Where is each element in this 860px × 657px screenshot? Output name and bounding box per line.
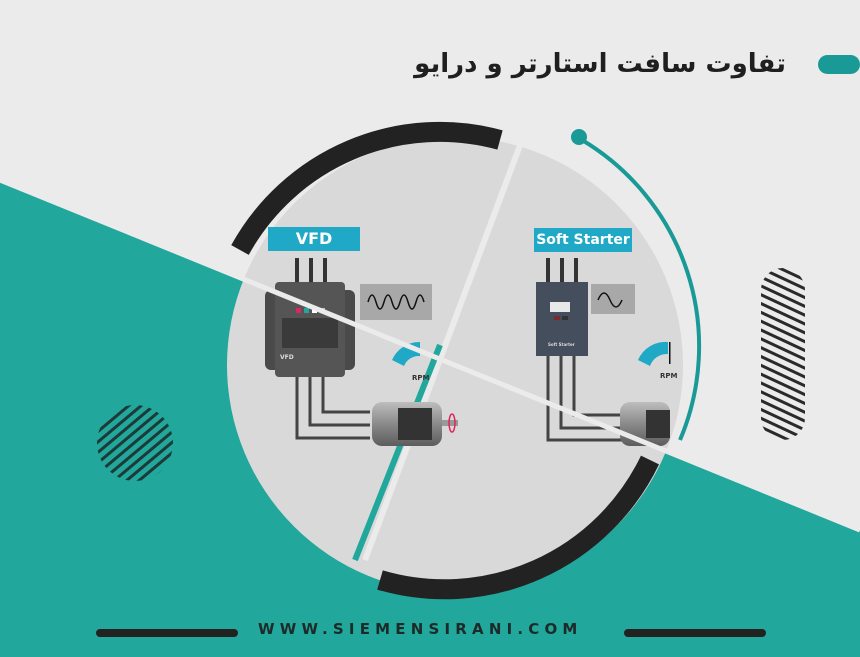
page-title: تفاوت سافت استارتر و درایو [414, 49, 786, 79]
title-accent-pill [818, 55, 860, 74]
vfd-device-caption: VFD [280, 354, 294, 361]
vfd-diagram [265, 258, 458, 446]
dark-arc-bottom [377, 455, 660, 600]
teal-arc [580, 138, 702, 441]
vfd-label: VFD [268, 227, 360, 251]
soft-starter-device-caption: Soft Starter [548, 342, 575, 347]
footer-divider-right [624, 629, 766, 637]
stripe-pill-decoration [761, 268, 805, 440]
dark-arc-top [231, 121, 503, 255]
footer-divider-left [96, 629, 238, 637]
website-url: WWW.SIEMENSIRANI.COM [258, 620, 583, 638]
soft-starter-label: Soft Starter [534, 228, 632, 252]
vfd-rpm-label: RPM [412, 374, 430, 382]
soft-starter-rpm-label: RPM [660, 372, 678, 380]
teal-dot [571, 129, 587, 145]
stripe-circle-decoration [97, 405, 173, 481]
